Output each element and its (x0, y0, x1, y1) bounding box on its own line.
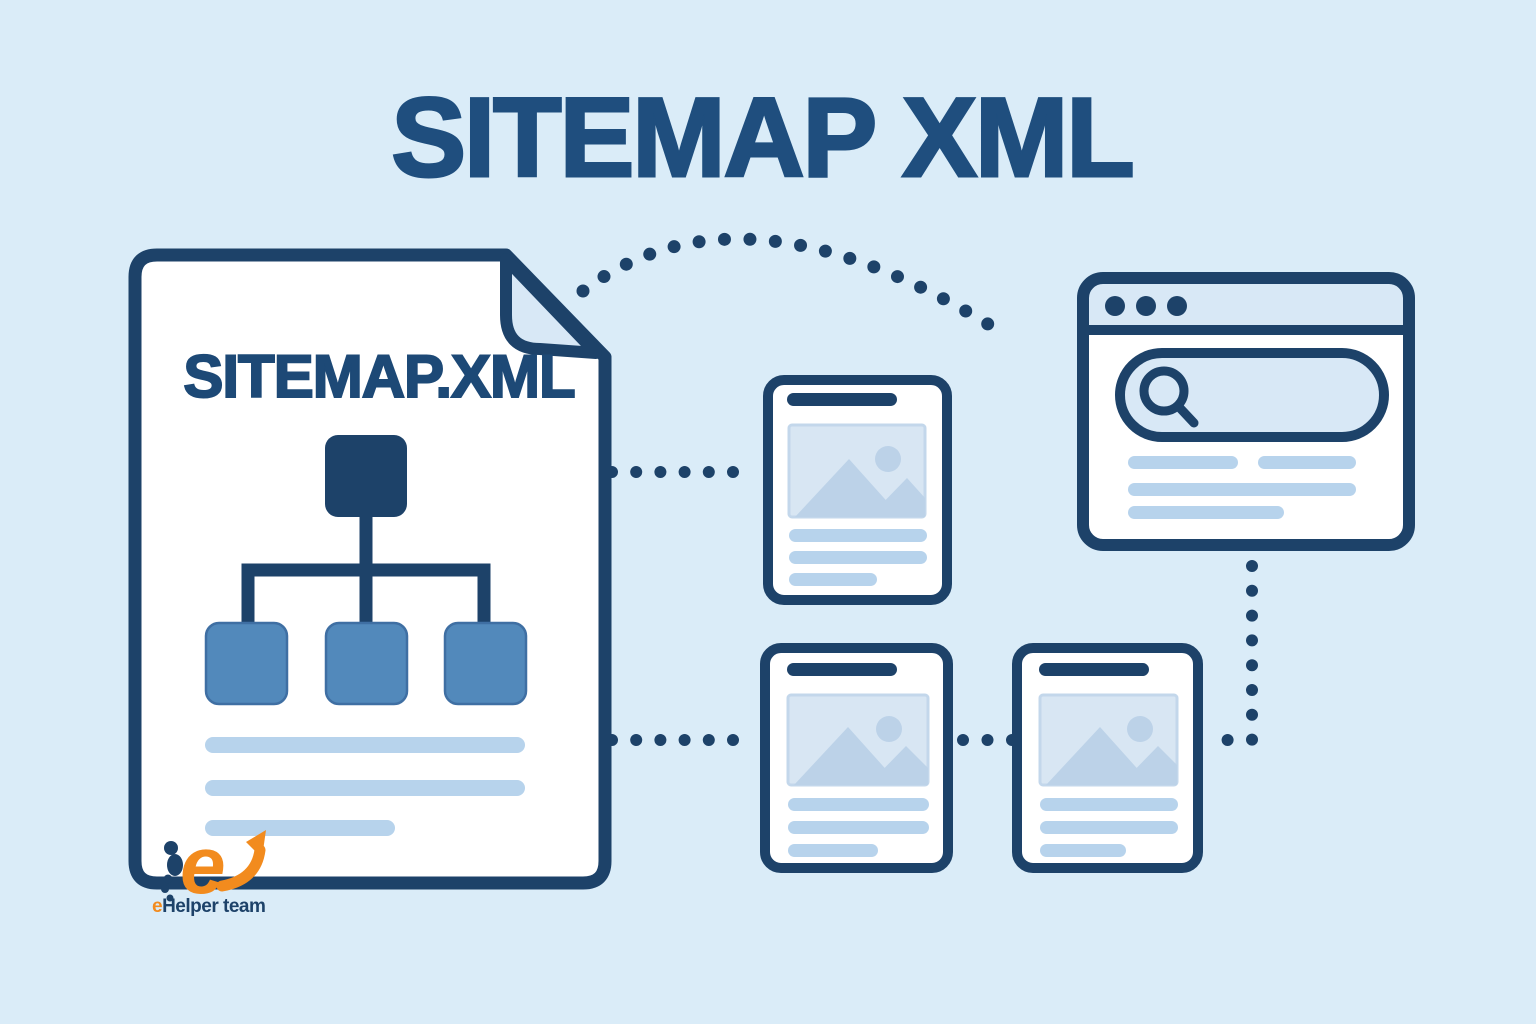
dotted-connectors (576, 232, 1258, 746)
text-line (1258, 456, 1356, 469)
card-text-lines (1040, 798, 1178, 857)
card-text-lines (788, 798, 929, 857)
text-line (1128, 506, 1284, 519)
text-line (789, 573, 877, 586)
card-title-bar (1039, 663, 1149, 676)
document-text-lines (205, 737, 525, 836)
logo-text-prefix: e (152, 896, 162, 917)
logo-text-rest: Helper team (162, 896, 265, 917)
window-dot-icon (1136, 296, 1156, 316)
text-line (788, 798, 929, 811)
webpage-card-middle (763, 375, 952, 605)
tree-child-node (443, 621, 528, 706)
text-line (788, 821, 929, 834)
mountain-icon (1046, 727, 1152, 785)
text-line (205, 737, 525, 753)
search-bar (1115, 348, 1389, 442)
text-line (789, 551, 927, 564)
window-dot-icon (1105, 296, 1125, 316)
document-label: SITEMAP.XML (183, 343, 574, 410)
logo-arrow-icon (216, 830, 266, 892)
card-title-bar (787, 393, 897, 406)
logo-text: eHelper team (152, 896, 265, 917)
browser-frame (1077, 272, 1415, 551)
mountain-icon (868, 746, 928, 785)
mountain-icon (795, 459, 901, 517)
tree-child-node (324, 621, 409, 706)
sun-icon (875, 446, 901, 472)
dotted-line-browser-to-right-card (1197, 560, 1258, 746)
image-placeholder (787, 423, 927, 519)
webpage-card-bottom-right (1012, 643, 1203, 873)
window-control-dots (1105, 296, 1187, 316)
search-icon (1139, 366, 1199, 428)
sun-icon (876, 716, 902, 742)
sun-icon (1127, 716, 1153, 742)
card-text-lines (789, 529, 927, 586)
text-line (1040, 844, 1126, 857)
text-line (789, 529, 927, 542)
tree-child-node (204, 621, 289, 706)
card-title-bar (787, 663, 897, 676)
image-placeholder (786, 693, 930, 787)
text-line (1040, 821, 1178, 834)
window-dot-icon (1167, 296, 1187, 316)
webpage-card-bottom-left (760, 643, 953, 873)
document-fold-corner (500, 253, 602, 359)
mountain-icon (1120, 746, 1177, 785)
dotted-arc-doc-to-browser (576, 232, 1014, 343)
sitemap-document: SITEMAP.XML (128, 248, 612, 890)
mountain-icon (794, 727, 900, 785)
sitemap-tree-icon (204, 435, 528, 706)
text-line (1128, 456, 1238, 469)
text-line (205, 820, 395, 836)
search-input (1115, 348, 1389, 442)
text-line (1040, 798, 1178, 811)
browser-window (1077, 272, 1415, 551)
ehelper-logo: e eHelper team (152, 820, 266, 917)
tree-root-node (325, 435, 407, 517)
tree-connector-lines (241, 515, 491, 627)
logo-person-icon (161, 841, 183, 902)
mountain-icon (869, 478, 925, 517)
browser-header-bar (1083, 278, 1409, 330)
page-title: SITEMAP XML (391, 75, 1132, 200)
browser-text-lines (1128, 456, 1356, 519)
logo-e-mark: e (180, 820, 226, 911)
text-line (788, 844, 878, 857)
text-line (1128, 483, 1356, 496)
text-line (205, 780, 525, 796)
image-placeholder (1038, 693, 1179, 787)
